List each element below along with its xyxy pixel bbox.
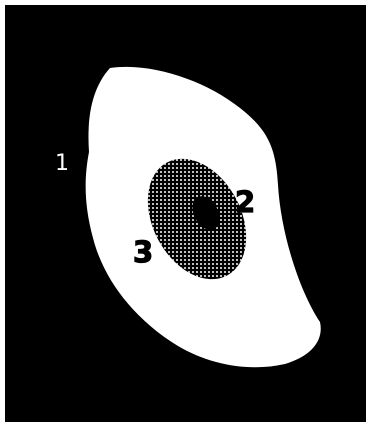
label-1: 1 <box>55 151 69 176</box>
label-2: 2 <box>235 185 255 219</box>
label-3: 3 <box>133 235 153 269</box>
